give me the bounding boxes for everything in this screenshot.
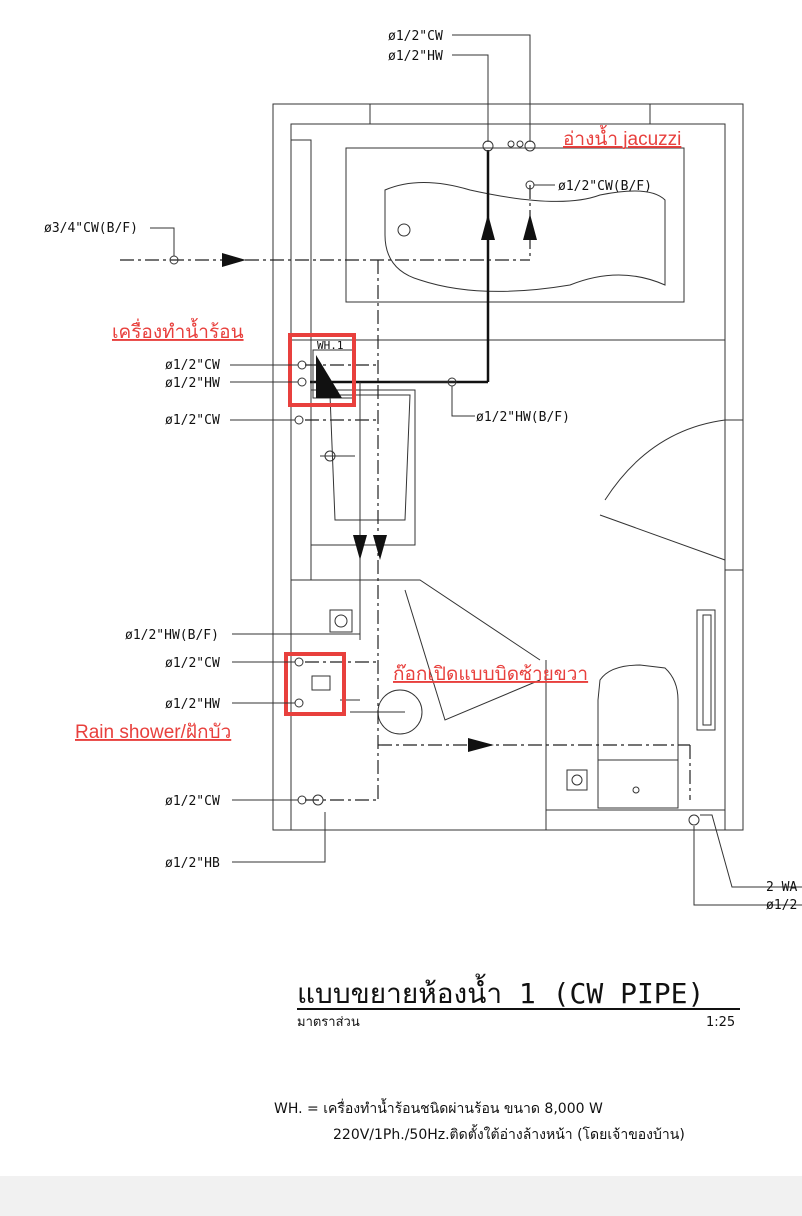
scale-label: มาตราส่วน (297, 1015, 360, 1030)
note-line-2: 220V/1Ph./50Hz.ติดตั้งใต้อ่างล้างหน้า (โ… (333, 1124, 685, 1143)
jacuzzi-bathtub (345, 147, 685, 303)
plumbing-plan-drawing: ø1/2"CW ø1/2"HW ø1/2"CW(B/F) ø3/4"CW(B/F… (44, 29, 802, 1143)
shower-valve-highlight-box (284, 652, 346, 716)
room-walls (272, 103, 744, 831)
door-swing (599, 419, 726, 561)
callout-hose-bib: ø1/2"HB (165, 856, 220, 871)
drawing-title: แบบขยายห้องน้ำ 1 (CW PIPE) (297, 973, 704, 1010)
arrow-down-cw (373, 535, 387, 560)
callout-wh-hw: ø1/2"HW (165, 376, 220, 391)
scale-value: 1:25 (706, 1015, 735, 1030)
callout-lower-cw: ø1/2"CW (165, 794, 220, 809)
callout-sink-hw-bf: ø1/2"HW(B/F) (476, 410, 570, 425)
shower-area (329, 579, 541, 735)
annotation-valve: ก๊อกเปิดแบบบิดซ้ายขวา (393, 663, 588, 685)
callout-sink-cw: ø1/2"CW (165, 413, 220, 428)
callout-top-hw: ø1/2"HW (388, 49, 443, 64)
callout-shower-cw: ø1/2"CW (165, 656, 220, 671)
water-heater-highlight-box (288, 333, 356, 407)
callout-wh-cw: ø1/2"CW (165, 358, 220, 373)
hot-water-lines (310, 150, 490, 701)
fixture-points (169, 140, 700, 826)
arrow-right-toilet (468, 738, 494, 752)
callout-leaders (150, 34, 802, 906)
arrow-down-hw (353, 535, 367, 560)
arrow-up-cw (523, 214, 537, 240)
note-line-1: WH. = เครื่องทำน้ำร้อนชนิดผ่านร้อน ขนาด … (274, 1098, 603, 1117)
cold-water-supply-lines (120, 185, 691, 801)
callout-top-cw: ø1/2"CW (388, 29, 443, 44)
annotation-water-heater: เครื่องทำน้ำร้อน (112, 318, 244, 343)
callout-main-supply: ø3/4"CW(B/F) (44, 221, 138, 236)
annotation-rain-shower: Rain shower/ฝักบัว (75, 722, 231, 743)
vanity-sink (310, 389, 416, 546)
flow-arrows (222, 214, 537, 752)
callout-right-2wa: 2 WA (766, 880, 797, 895)
title-block: แบบขยายห้องน้ำ 1 (CW PIPE) มาตราส่วน 1:2… (297, 973, 740, 1030)
annotation-jacuzzi: อ่างน้ำ jacuzzi (563, 125, 681, 150)
water-heater-symbol (312, 349, 354, 399)
footer-band (0, 1176, 802, 1216)
callout-right-half: ø1/2 (766, 898, 797, 913)
arrow-right-main (222, 253, 246, 267)
callout-shower-hw: ø1/2"HW (165, 697, 220, 712)
arrow-up-hw (481, 214, 495, 240)
callout-tub-cw-bf: ø1/2"CW(B/F) (558, 179, 652, 194)
toilet (566, 609, 716, 809)
callout-shower-hw-bf: ø1/2"HW(B/F) (125, 628, 219, 643)
wh-tag: WH.1 (317, 339, 344, 352)
